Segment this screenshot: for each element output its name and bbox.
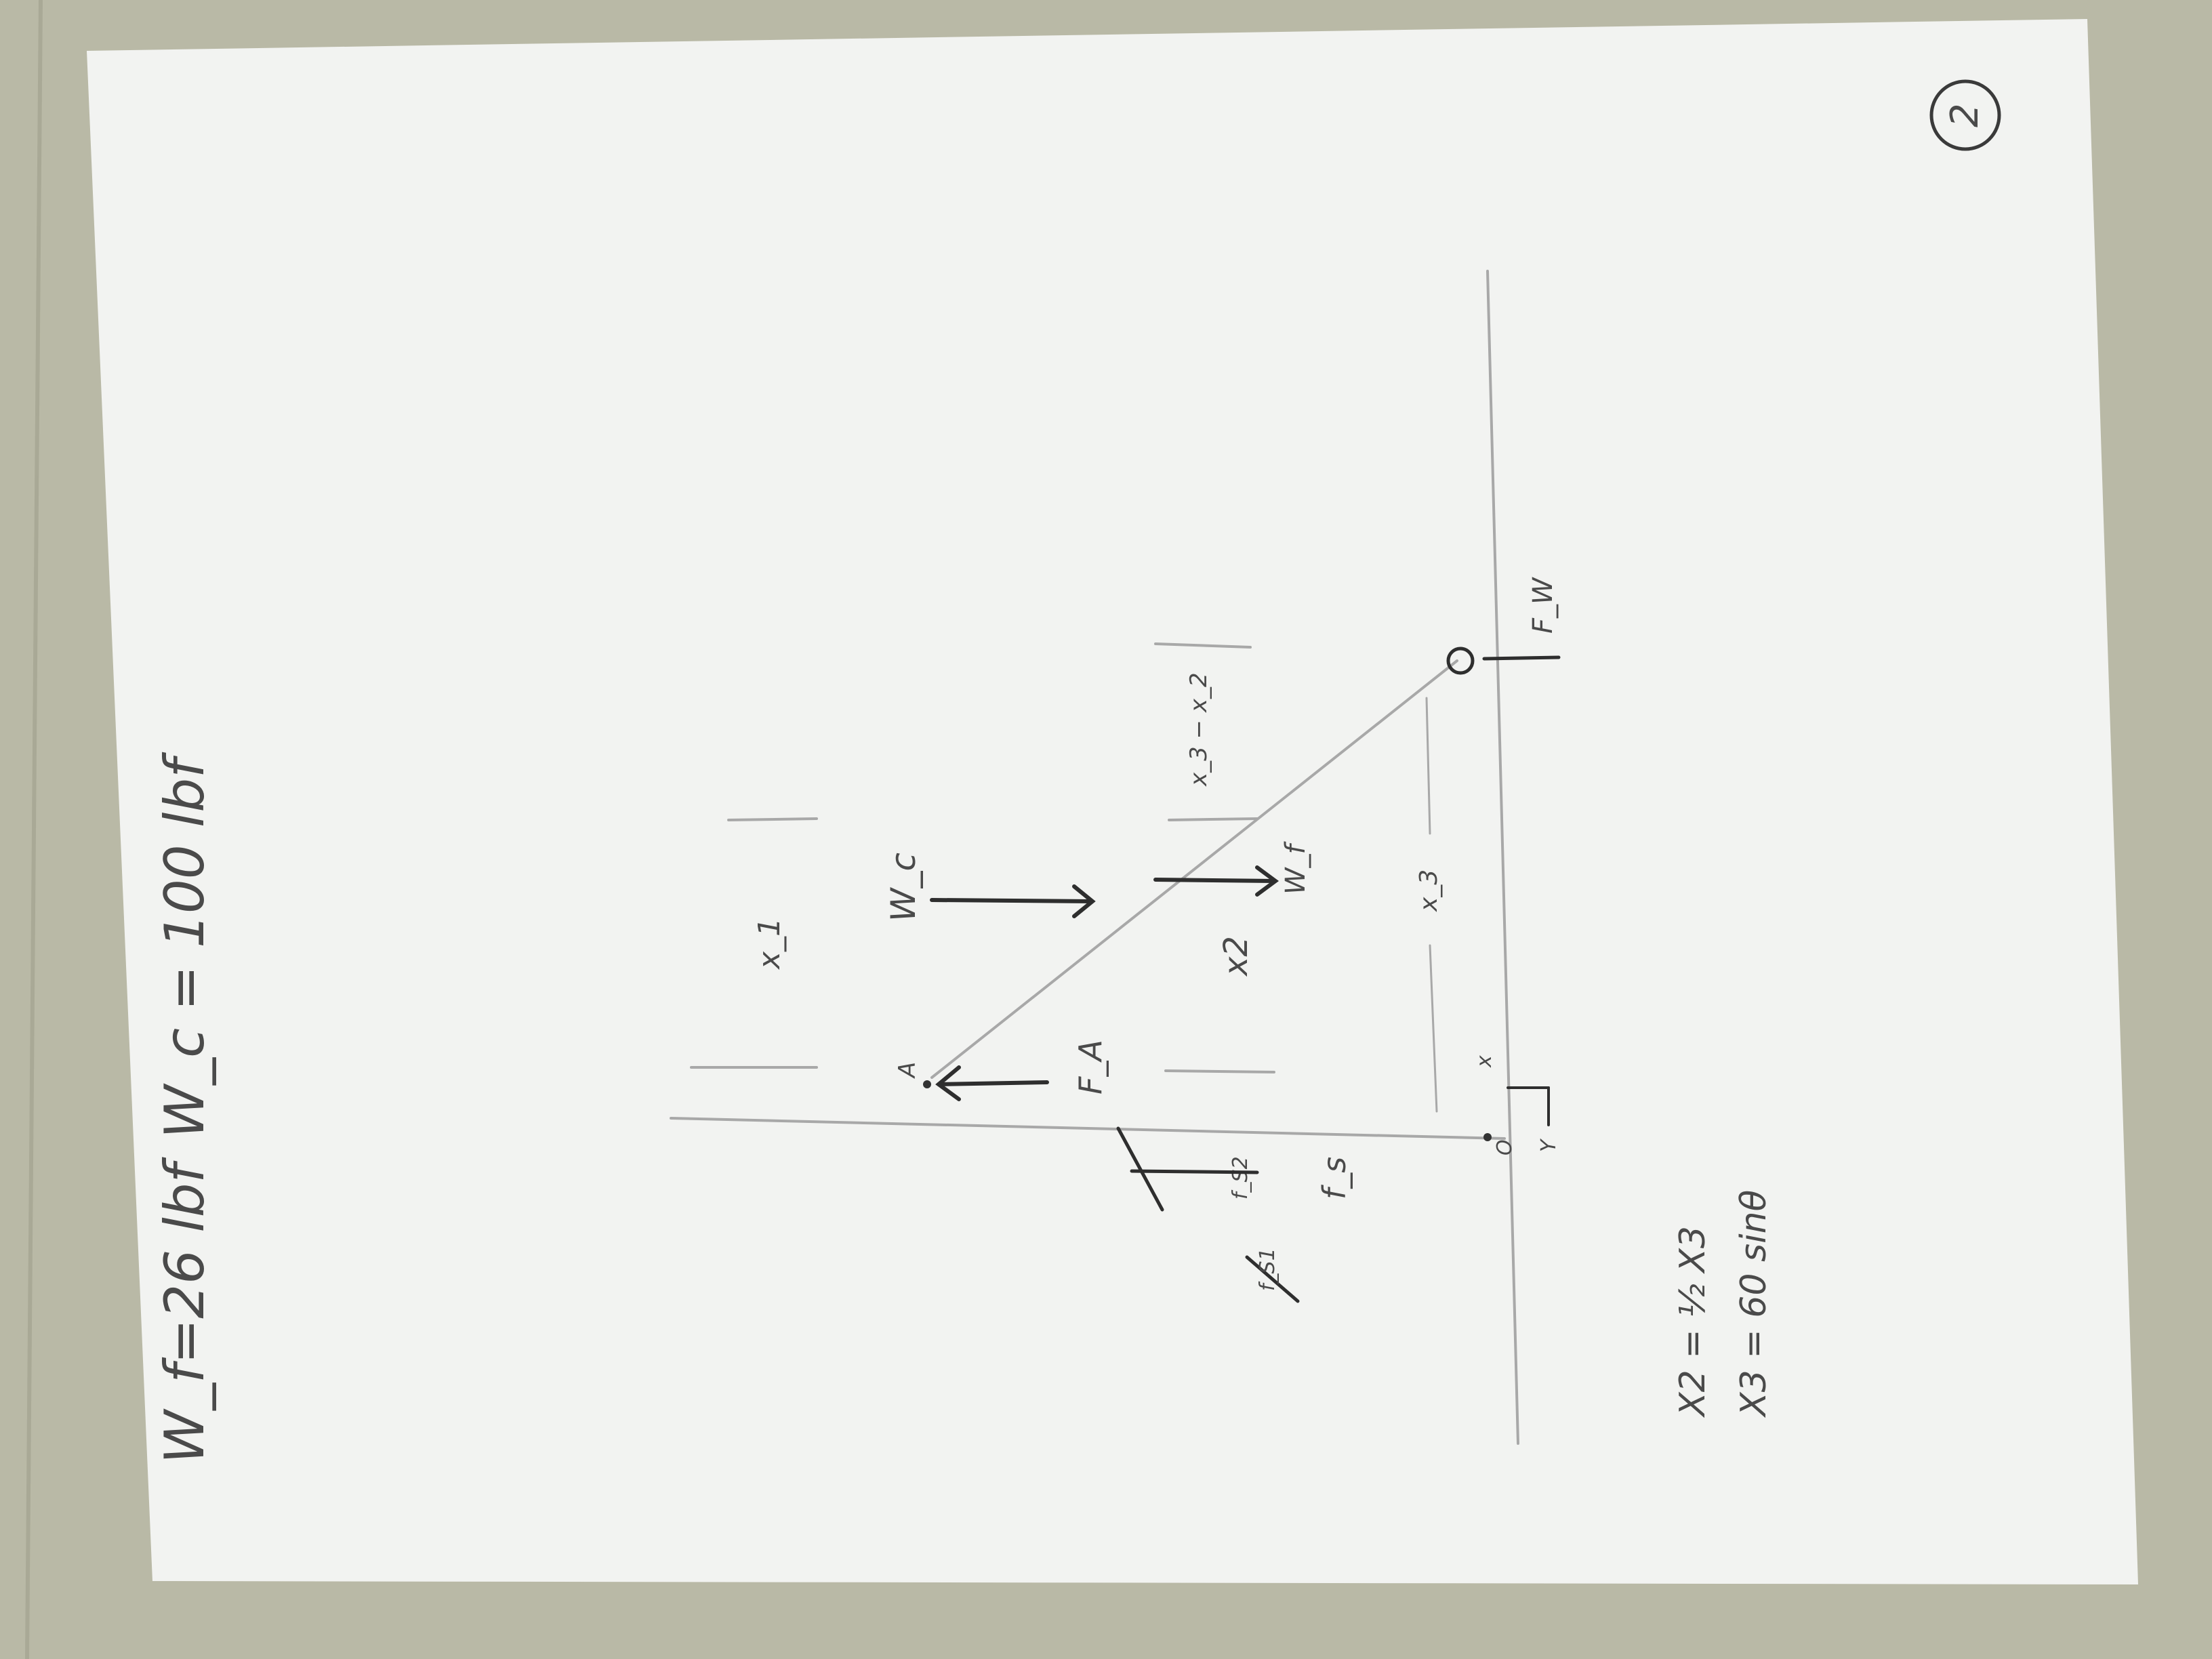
fa-arrowhead bbox=[935, 1065, 961, 1101]
x3-label: x_3 bbox=[1415, 869, 1443, 912]
axis-x-label: x bbox=[1473, 1055, 1496, 1068]
header-wc: W_c = 100 lbf bbox=[153, 752, 216, 1139]
wf-arrow bbox=[1153, 878, 1276, 883]
wc-label: W_c bbox=[884, 853, 923, 922]
wheel bbox=[1446, 647, 1475, 675]
floor-line bbox=[1486, 270, 1519, 1445]
point-a-dot bbox=[923, 1080, 931, 1088]
equation-1: X2 = ½ X3 bbox=[1673, 1226, 1713, 1418]
wall-line bbox=[670, 1117, 1506, 1140]
paper-sheet bbox=[87, 19, 2138, 1584]
fs1-arrow bbox=[1245, 1255, 1300, 1303]
x3x2-tick-left bbox=[1168, 817, 1258, 821]
fa-label: F_A bbox=[1072, 1040, 1109, 1094]
x3-line-b bbox=[1425, 697, 1431, 835]
x3x2-label: x_3 − x_2 bbox=[1185, 672, 1212, 787]
wc-arrow bbox=[930, 898, 1093, 903]
x3x2-tick-right bbox=[1154, 642, 1252, 649]
sketch: W_f=26 lbf W_c = 100 lbf 2 A F_A W_c W_f… bbox=[153, 79, 2001, 1464]
fs-arrow bbox=[1130, 1169, 1259, 1174]
fs1-label: f_S1 bbox=[1256, 1248, 1279, 1291]
ladder-line bbox=[930, 659, 1458, 1079]
point-a-label: A bbox=[894, 1062, 921, 1079]
origin-dot bbox=[1483, 1133, 1492, 1141]
wc-arrowhead bbox=[1072, 884, 1096, 918]
wf-label: W_f bbox=[1280, 840, 1311, 895]
fw-arrow bbox=[1482, 655, 1561, 661]
x3-line-a bbox=[1429, 944, 1438, 1113]
fa-arrow bbox=[937, 1080, 1049, 1086]
x1-tick-top bbox=[727, 817, 818, 821]
fs-label: f_s bbox=[1316, 1157, 1353, 1200]
x2-tick bbox=[1164, 1069, 1275, 1073]
fs2-label: f_S2 bbox=[1229, 1156, 1252, 1200]
header-wf: W_f=26 lbf bbox=[153, 1156, 216, 1464]
wf-arrowhead bbox=[1255, 865, 1279, 897]
table-shadow-left bbox=[25, 0, 43, 1659]
page-number: 2 bbox=[1943, 103, 1987, 127]
x1-label: x_1 bbox=[752, 918, 787, 970]
axis-y-label: Y bbox=[1537, 1138, 1561, 1152]
page-number-circle bbox=[1929, 79, 2001, 151]
origin-label: O bbox=[1493, 1139, 1517, 1155]
fs2-arrow bbox=[1116, 1126, 1164, 1212]
fw-label: F_W bbox=[1528, 577, 1559, 634]
equation-2: X3 = 60 sinθ bbox=[1734, 1190, 1774, 1418]
x2-label: x2 bbox=[1217, 936, 1255, 977]
